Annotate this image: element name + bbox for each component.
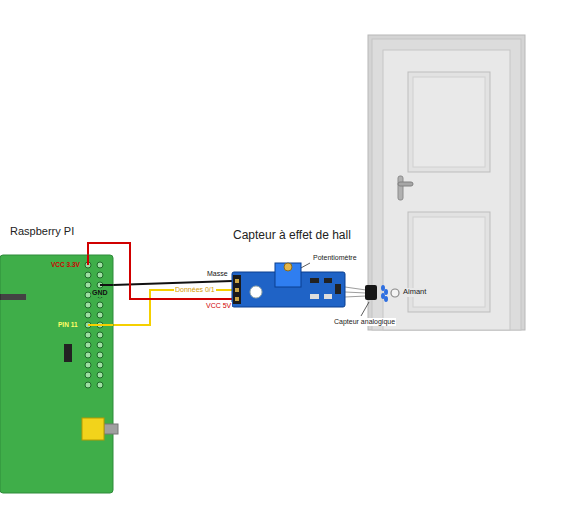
hall-sensor-body (365, 285, 377, 300)
magnet-coil (384, 289, 388, 295)
sensor-lead (345, 292, 366, 293)
part-name: Potentiomètre (312, 254, 358, 262)
sensor-lead (345, 296, 366, 297)
door-handle (398, 182, 413, 186)
wire-label: Données 0/1 (174, 286, 216, 294)
sensor-lead (345, 287, 366, 290)
door-leaf (383, 50, 510, 330)
part-name: Aimant (402, 288, 427, 297)
leader-line (361, 302, 369, 316)
magnet-coil (381, 285, 385, 291)
wire-label: VCC 5V (205, 302, 232, 310)
wire-label: Masse (206, 270, 229, 278)
door-frame-inner (372, 39, 521, 330)
door-panel-bevel (413, 77, 485, 167)
magnet-coil (384, 296, 388, 302)
door-frame (368, 35, 525, 330)
board-heading: Raspberry PI (10, 225, 74, 238)
pcb-shape (232, 272, 345, 307)
pin-name: PIN 11 (57, 321, 79, 328)
pin-name: VCC 3.3V (50, 261, 81, 268)
part-name: Capteur analogique (333, 318, 396, 326)
magnet (391, 289, 399, 297)
module-heading: Capteur à effet de hall (233, 229, 351, 243)
door-panel (408, 72, 490, 172)
door-panel (408, 212, 490, 312)
pin-name: GND (91, 289, 109, 297)
sensor-module: Capteur à effet de hall (232, 272, 345, 307)
door-handle-plate (398, 176, 403, 200)
